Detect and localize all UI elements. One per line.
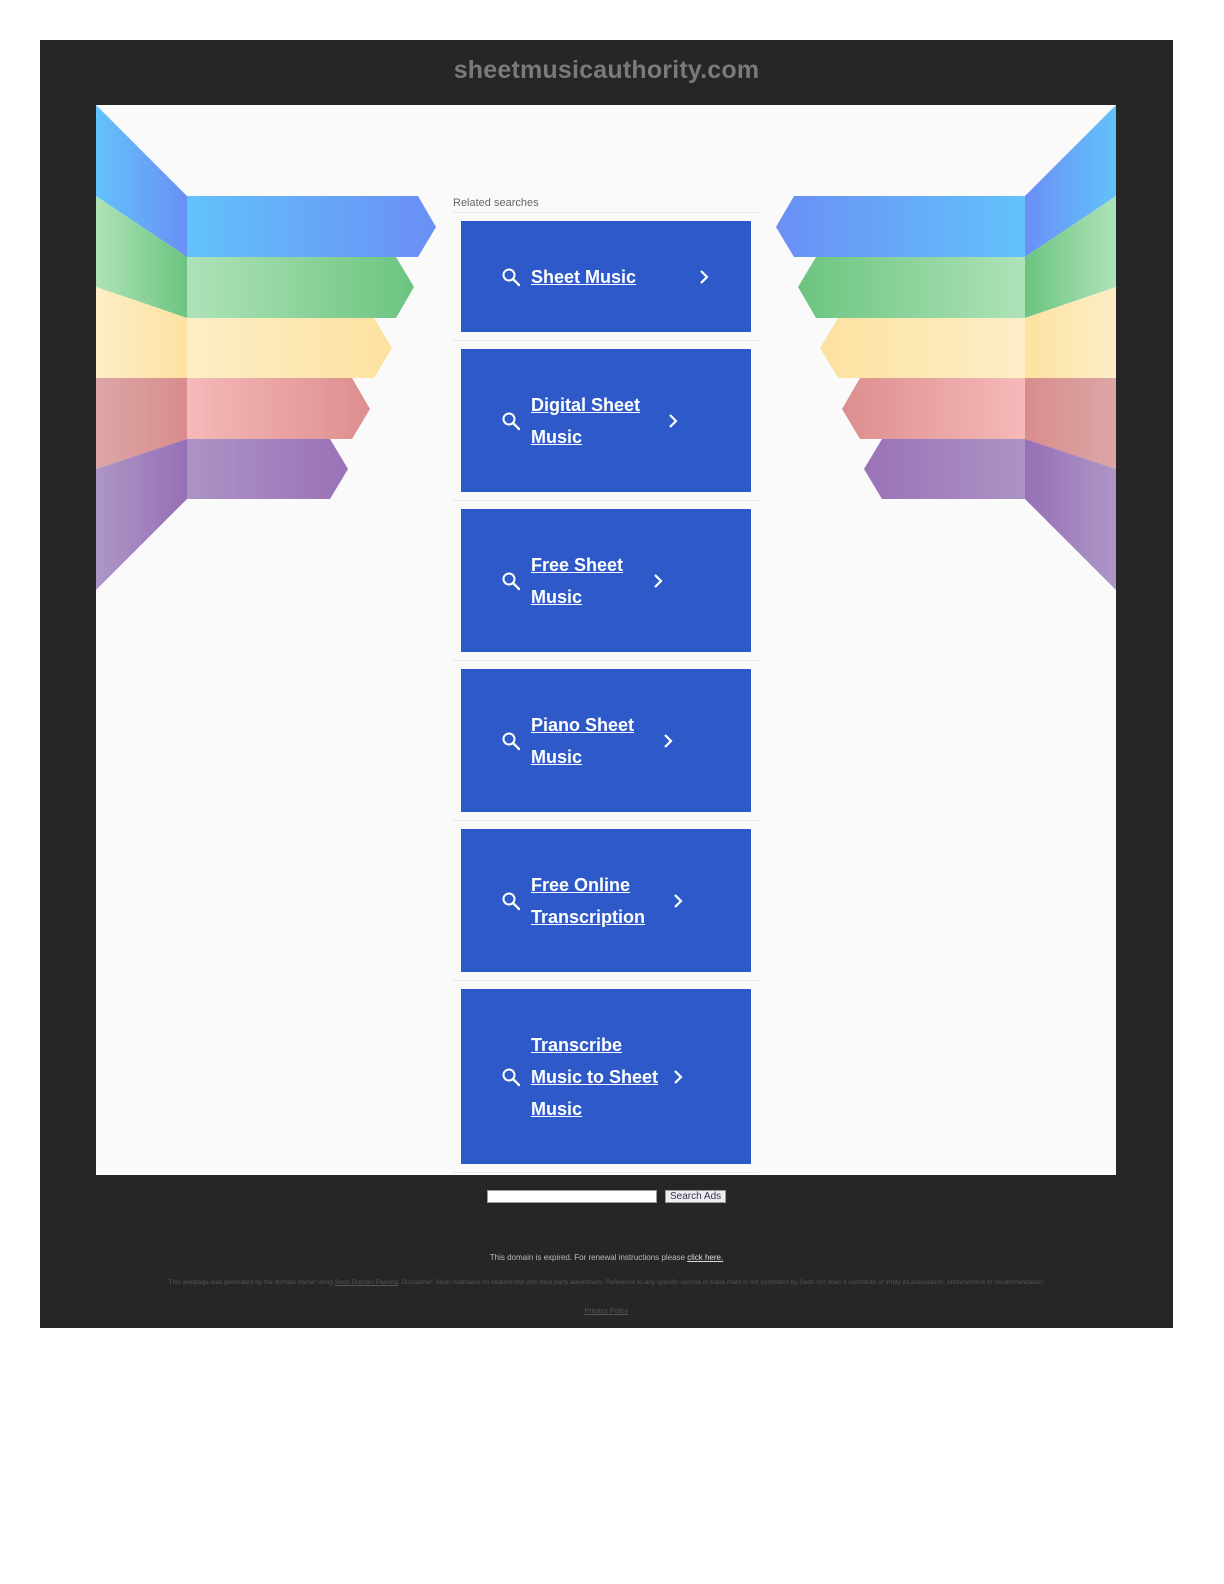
chevron-right-icon <box>674 893 683 908</box>
right-wing-decoration <box>776 105 1116 590</box>
related-search-link-free-online-transcription[interactable]: Free Online Transcription <box>461 829 751 972</box>
search-icon <box>502 732 521 750</box>
disclaimer: This webpage was generated by the domain… <box>104 1278 1109 1288</box>
related-search-label: Piano Sheet Music <box>531 714 635 767</box>
list-item: Digital Sheet Music <box>453 341 759 501</box>
related-search-link-digital-sheet-music[interactable]: Digital Sheet Music <box>461 349 751 492</box>
related-search-label: Digital Sheet Music <box>531 394 641 447</box>
related-searches-label: Related searches <box>453 193 759 213</box>
search-icon <box>502 268 521 286</box>
privacy-policy: Privacy Policy <box>40 1308 1173 1315</box>
expired-text: This domain is expired. For renewal inst… <box>489 1253 685 1262</box>
related-search-link-free-sheet-music[interactable]: Free Sheet Music <box>461 509 751 652</box>
search-ads-form: Search Ads <box>487 1190 727 1203</box>
expired-notice: This domain is expired. For renewal inst… <box>40 1253 1173 1262</box>
list-item: Free Sheet Music <box>453 501 759 661</box>
domain-title: sheetmusicauthority.com <box>453 56 760 84</box>
renewal-link[interactable]: click here. <box>687 1253 724 1262</box>
disclaimer-text-post: . Disclaimer: Sedo maintains no relation… <box>397 1279 1045 1286</box>
left-wing-decoration <box>96 105 436 590</box>
related-search-link-sheet-music[interactable]: Sheet Music <box>461 221 751 332</box>
related-searches: Related searches Sheet Music Digital She… <box>453 193 759 1173</box>
sedo-parking-link[interactable]: Sedo Domain Parking <box>334 1279 398 1286</box>
related-search-label: Free Online Transcription <box>531 874 646 927</box>
list-item: Free Online Transcription <box>453 821 759 981</box>
related-search-label: Transcribe Music to Sheet Music <box>531 1034 659 1119</box>
related-search-link-transcribe-music-to-sheet-music[interactable]: Transcribe Music to Sheet Music <box>461 989 751 1164</box>
search-icon <box>502 412 521 430</box>
search-ads-button[interactable]: Search Ads <box>665 1190 727 1203</box>
search-icon <box>502 892 521 910</box>
related-search-label: Sheet Music <box>531 266 637 287</box>
chevron-right-icon <box>654 573 663 588</box>
privacy-policy-link[interactable]: Privacy Policy <box>584 1308 629 1315</box>
list-item: Piano Sheet Music <box>453 661 759 821</box>
disclaimer-text-pre: This webpage was generated by the domain… <box>168 1279 333 1286</box>
search-icon <box>502 572 521 590</box>
content-panel: Related searches Sheet Music Digital She… <box>96 105 1116 1175</box>
search-input[interactable] <box>487 1190 657 1203</box>
page-frame: sheetmusicauthority.com <box>40 40 1173 1328</box>
related-search-link-piano-sheet-music[interactable]: Piano Sheet Music <box>461 669 751 812</box>
chevron-right-icon <box>669 413 678 428</box>
chevron-right-icon <box>700 269 709 284</box>
related-search-label: Free Sheet Music <box>531 554 624 607</box>
list-item: Transcribe Music to Sheet Music <box>453 981 759 1173</box>
search-icon <box>502 1068 521 1086</box>
chevron-right-icon <box>664 733 673 748</box>
list-item: Sheet Music <box>453 213 759 341</box>
chevron-right-icon <box>674 1069 683 1084</box>
